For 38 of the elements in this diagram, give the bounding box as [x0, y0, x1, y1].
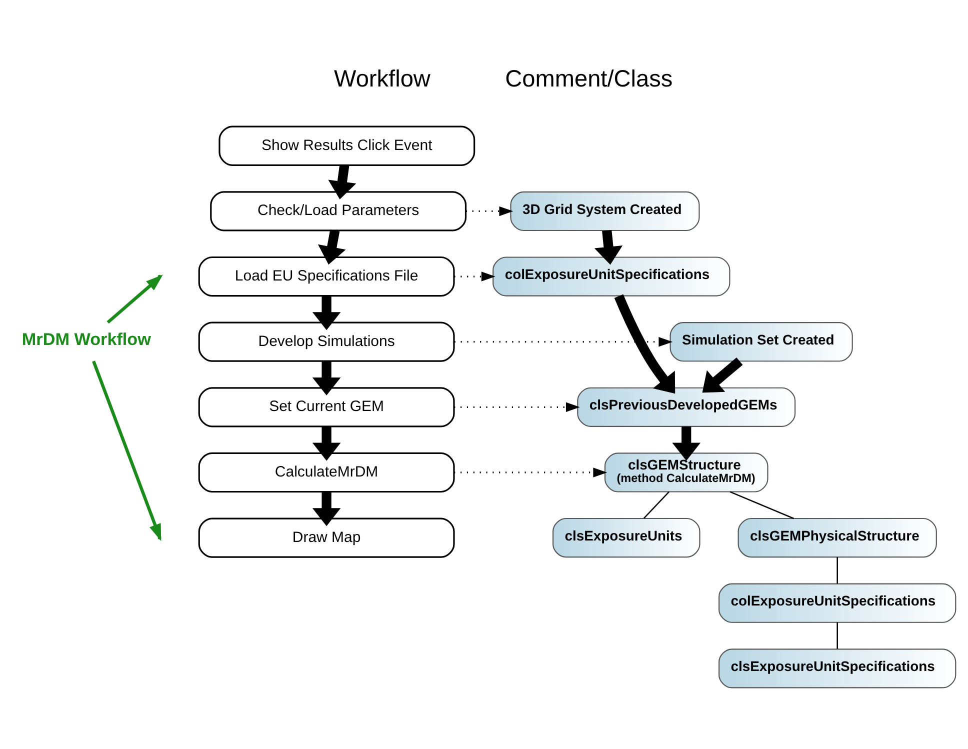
arrow: [317, 230, 346, 265]
label: Workflow: [334, 66, 430, 92]
node-box: Simulation Set Created: [669, 322, 852, 362]
node-box: colExposureUnitSpecifications: [492, 256, 730, 296]
arrow: [312, 426, 340, 461]
arrow: [454, 402, 580, 412]
node-box: clsPreviousDevelopedGEMs: [576, 387, 796, 427]
node-box: Develop Simulations: [198, 322, 454, 362]
arrow: [672, 426, 700, 461]
node-box: clsExposureUnitSpecifications: [718, 648, 956, 688]
node-box: clsGEMPhysicalStructure: [737, 518, 936, 558]
connector: [836, 622, 838, 649]
node-box: Set Current GEM: [198, 387, 454, 428]
node-box: Load EU Specifications File: [198, 256, 454, 297]
node-box: clsGEMStructure (method CalculateMrDM): [604, 452, 768, 492]
arrow: [594, 230, 622, 265]
arrow: [614, 294, 675, 394]
arrow: [312, 492, 340, 526]
arrow: [454, 468, 607, 478]
connector: [836, 557, 838, 584]
node-text: MrDM Workflow: [21, 328, 150, 349]
arrow: [465, 206, 513, 216]
node-box: colExposureUnitSpecifications: [718, 583, 956, 623]
connector: [729, 491, 794, 520]
label: Comment/Class: [504, 66, 672, 92]
connector: [642, 491, 669, 519]
node-box: Check/Load Parameters: [210, 191, 466, 232]
arrow: [702, 358, 742, 393]
arrow: [454, 336, 672, 347]
arrow: [328, 164, 356, 200]
node-box: CalculateMrDM: [198, 452, 454, 493]
arrow: [454, 272, 495, 282]
arrow: [312, 361, 340, 396]
node-box: Draw Map: [198, 518, 454, 558]
node-box: Show Results Click Event: [218, 126, 475, 166]
node-box: 3D Grid System Created: [510, 191, 700, 231]
node-box: clsExposureUnits: [552, 518, 700, 558]
arrow: [312, 296, 340, 330]
